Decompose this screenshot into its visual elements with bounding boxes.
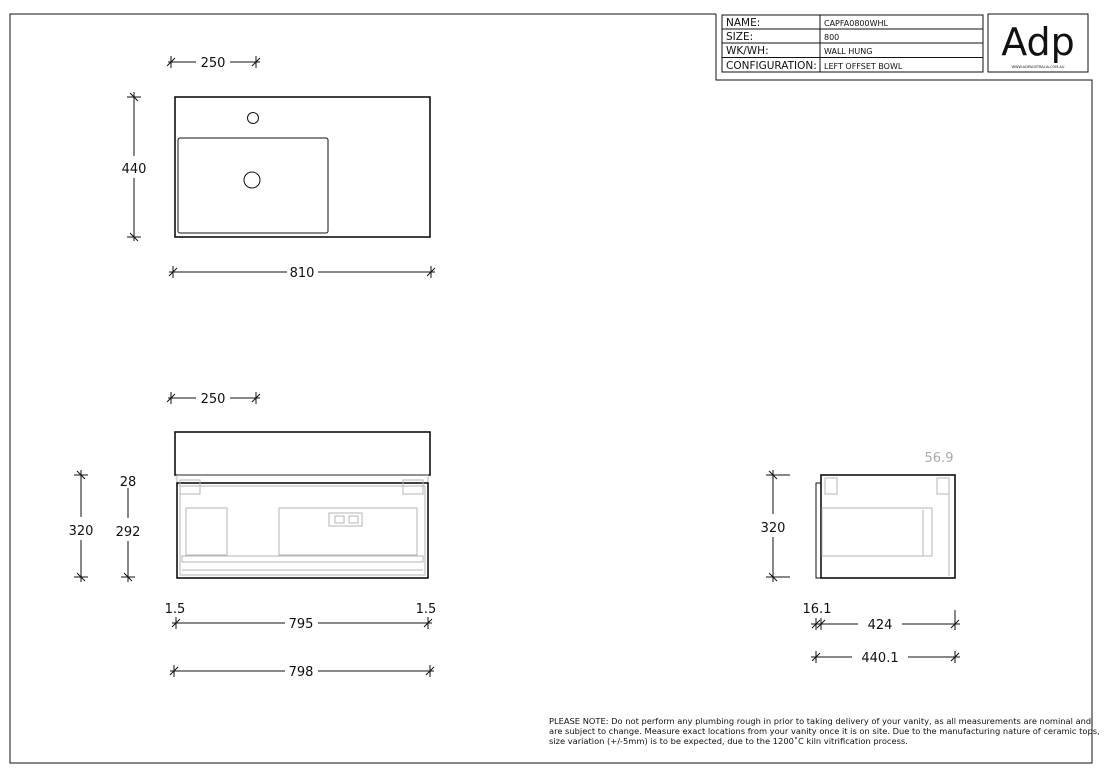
dim-front-cabinet-width: 1.5 1.5 795 [165, 602, 437, 632]
side-view: 56.9 320 16.1 424 4 [761, 451, 960, 666]
dim-plan-width: 810 [168, 266, 436, 281]
size-value: 800 [824, 33, 839, 42]
svg-text:320: 320 [761, 521, 786, 536]
svg-text:810: 810 [290, 266, 315, 281]
svg-text:1.5: 1.5 [416, 602, 437, 617]
svg-text:PLEASE NOTE: Do not perform an: PLEASE NOTE: Do not perform any plumbing… [549, 716, 1091, 726]
mount-value: WALL HUNG [824, 47, 872, 56]
svg-text:424: 424 [868, 618, 893, 633]
title-block: NAME: CAPFA0800WHL SIZE: 800 WK/WH: WALL… [721, 13, 1089, 73]
svg-text:798: 798 [289, 665, 314, 680]
plan-view: 250 440 810 [122, 56, 436, 281]
dim-front-tap-offset: 250 [166, 392, 261, 407]
svg-text:440: 440 [122, 162, 147, 177]
dim-front-cabinet-height: 28 292 [116, 475, 141, 582]
brand-logo: Adp [1001, 20, 1075, 64]
front-view: 250 320 28 292 1.5 1.5 795 [69, 392, 437, 680]
svg-text:1.5: 1.5 [165, 602, 186, 617]
dim-side-overall-depth: 440.1 [811, 651, 960, 666]
tap-hole [247, 112, 259, 124]
svg-text:16.1: 16.1 [803, 602, 832, 617]
svg-text:size variation (+/-5mm) is to: size variation (+/-5mm) is to be expecte… [549, 736, 908, 746]
svg-text:320: 320 [69, 524, 94, 539]
dim-plan-tap-offset: 250 [166, 56, 261, 71]
svg-text:250: 250 [201, 392, 226, 407]
dim-side-height: 320 [761, 470, 790, 582]
dim-front-height: 320 [69, 470, 94, 582]
mount-label: WK/WH: [726, 45, 769, 57]
svg-text:are subject to change. Measure: are subject to change. Measure exact loc… [549, 726, 1100, 736]
configuration-label: CONFIGURATION: [726, 60, 817, 72]
svg-text:250: 250 [201, 56, 226, 71]
svg-text:440.1: 440.1 [861, 651, 898, 666]
size-label: SIZE: [726, 31, 753, 43]
disclaimer-note: PLEASE NOTE: Do not perform any plumbing… [549, 716, 1100, 746]
svg-text:56.9: 56.9 [925, 451, 954, 466]
svg-text:292: 292 [116, 525, 141, 540]
waste-hole [243, 171, 261, 189]
dim-side-body-depth: 16.1 424 [803, 602, 960, 633]
svg-text:795: 795 [289, 617, 314, 632]
brand-url: WWW.ADPAUSTRALIA.COM.AU [1012, 65, 1065, 69]
configuration-value: LEFT OFFSET BOWL [824, 62, 903, 71]
name-value: CAPFA0800WHL [824, 19, 889, 28]
name-label: NAME: [726, 17, 760, 29]
drawing-frame [9, 13, 1093, 764]
dim-plan-depth: 440 [122, 92, 147, 242]
svg-text:28: 28 [120, 475, 137, 490]
dim-front-overall-width: 798 [169, 665, 435, 680]
